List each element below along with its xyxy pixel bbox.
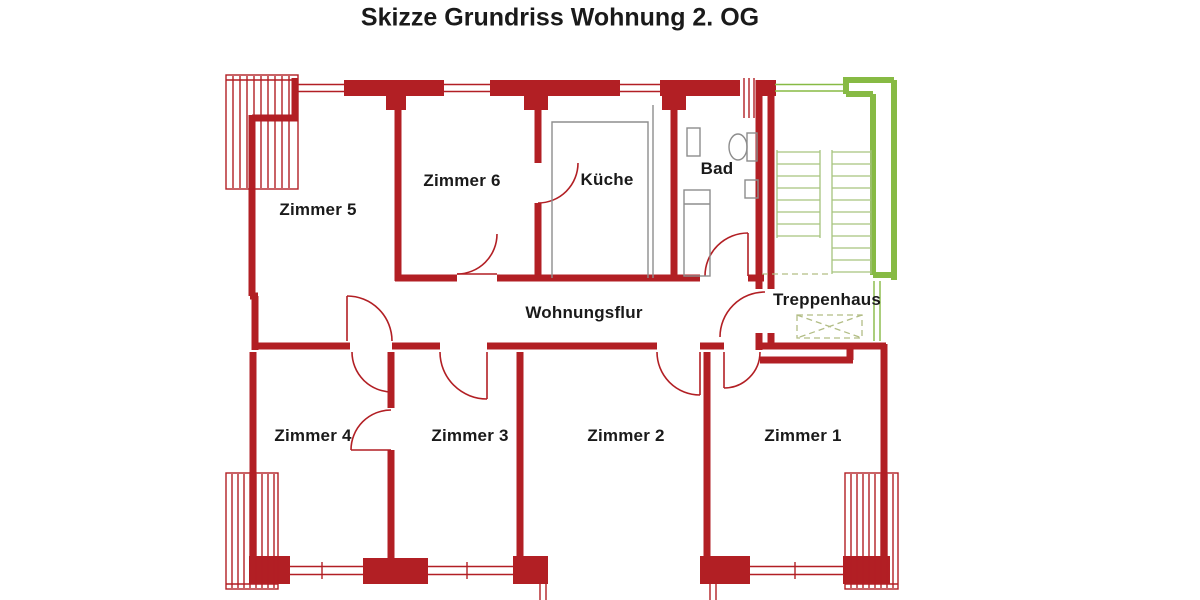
north-wall-piers [344,80,776,110]
staircase-walls [775,77,897,341]
room-label-kueche: Küche [580,170,634,189]
room-label-treppenhaus: Treppenhaus [772,290,882,309]
south-wall-piers [249,556,890,584]
room-label-zimmer-4: Zimmer 4 [274,426,352,445]
room-label-zimmer-6: Zimmer 6 [423,171,501,190]
apartment-walls [248,78,890,584]
door-arcs [346,162,766,451]
bathtub [683,189,711,277]
washbasin [686,127,701,157]
room-label-bad: Bad [700,159,734,178]
room-label-zimmer-3: Zimmer 3 [431,426,509,445]
balcony-bottom-right [844,472,899,590]
balcony-top-left [225,74,299,190]
page-title: Skizze Grundriss Wohnung 2. OG [360,3,760,32]
toilet [728,132,758,162]
sink [744,179,759,199]
balcony-bottom-left [225,472,279,590]
elevator-dashed-box [796,314,863,339]
room-label-wohnungsflur: Wohnungsflur [525,303,643,322]
staircase-dashed-details [762,273,863,339]
bathroom-fixtures [683,127,759,277]
room-label-zimmer-1: Zimmer 1 [764,426,842,445]
windows [290,78,843,600]
room-label-zimmer-5: Zimmer 5 [279,200,357,219]
stair-treads [776,150,872,274]
kitchen-fixtures [551,105,654,278]
room-label-zimmer-2: Zimmer 2 [587,426,665,445]
